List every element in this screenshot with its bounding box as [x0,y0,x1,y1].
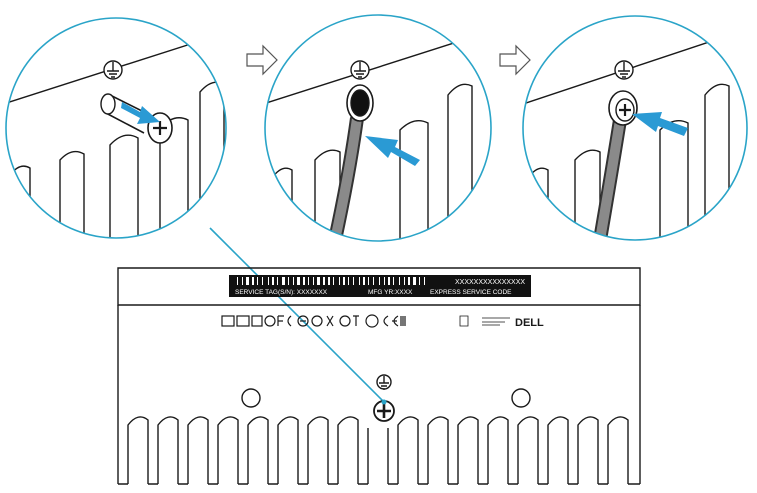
barcode-bar [339,277,340,285]
barcode-bar [277,277,278,285]
barcode-bar [384,277,385,285]
barcode-bar [308,277,309,285]
barcode-bar [242,277,243,285]
barcode-bar [293,277,294,285]
barcode-bar [348,277,349,285]
barcode-bar [272,277,274,285]
barcode-bar [353,277,354,285]
barcode-bar [246,277,249,285]
rear-panel: XXXXXXXXXXXXXXX SERVICE TAG(S/N): XXXXXX… [118,268,640,484]
barcode-bar [303,277,305,285]
barcode-bar [257,277,258,285]
barcode-bar [333,277,334,285]
brand-logo: DELL [515,317,544,329]
callout-step-3 [520,16,757,240]
ground-screw-icon [101,94,172,143]
barcode-bar [343,277,345,285]
push-arrow-icon [365,136,420,166]
barcode-bar [404,277,405,285]
barcode-bar [393,277,394,285]
barcode-bar [317,277,320,285]
panel-ground-symbol-icon [377,375,391,389]
barcode-bar [282,277,285,285]
barcode-bar [424,277,425,285]
barcode-bar [419,277,420,285]
barcode-bar [323,277,325,285]
callout-step-2 [260,15,510,241]
leader-dot [382,400,387,405]
insert-arrow-icon [121,102,160,124]
ground-symbol-icon [351,61,369,79]
barcode-bar [268,277,269,285]
barcode-bar [328,277,330,285]
express-service-code-text: EXPRESS SERVICE CODE [430,289,512,296]
heat-sink-fins [118,417,640,484]
barcode-bar [373,277,374,285]
barcode-bar [368,277,369,285]
barcode-bar [313,277,314,285]
service-tag-label: XXXXXXXXXXXXXXX SERVICE TAG(S/N): XXXXXX… [229,275,531,297]
barcode-bar [388,277,390,285]
barcode-bar [399,277,400,285]
ground-symbol-icon [615,61,633,79]
barcode-bar [379,277,380,285]
barcode-bar [262,277,263,285]
callout-leader-line [210,228,384,402]
callout-step-1 [0,18,250,240]
step-arrow-icon [500,46,530,74]
barcode-bar [413,277,416,285]
barcode-bar [237,277,238,285]
ground-symbol-icon [104,61,122,79]
barcode-bar [408,277,410,285]
barcode-bar [288,277,289,285]
mounting-hole [512,389,530,407]
barcode-bar [363,277,365,285]
ring-terminal-icon [347,85,373,121]
secured-terminal-icon [609,91,637,125]
barcode-bar [297,277,300,285]
mounting-hole [242,389,260,407]
service-tag-text: SERVICE TAG(S/N): XXXXXXX [235,289,328,296]
mfg-year-text: MFG YR:XXXX [368,289,413,296]
barcode-value: XXXXXXXXXXXXXXX [455,279,525,286]
barcode-bar [252,277,254,285]
regulatory-marks [222,315,510,327]
step-arrow-icon [247,46,277,74]
barcode-bar [359,277,360,285]
